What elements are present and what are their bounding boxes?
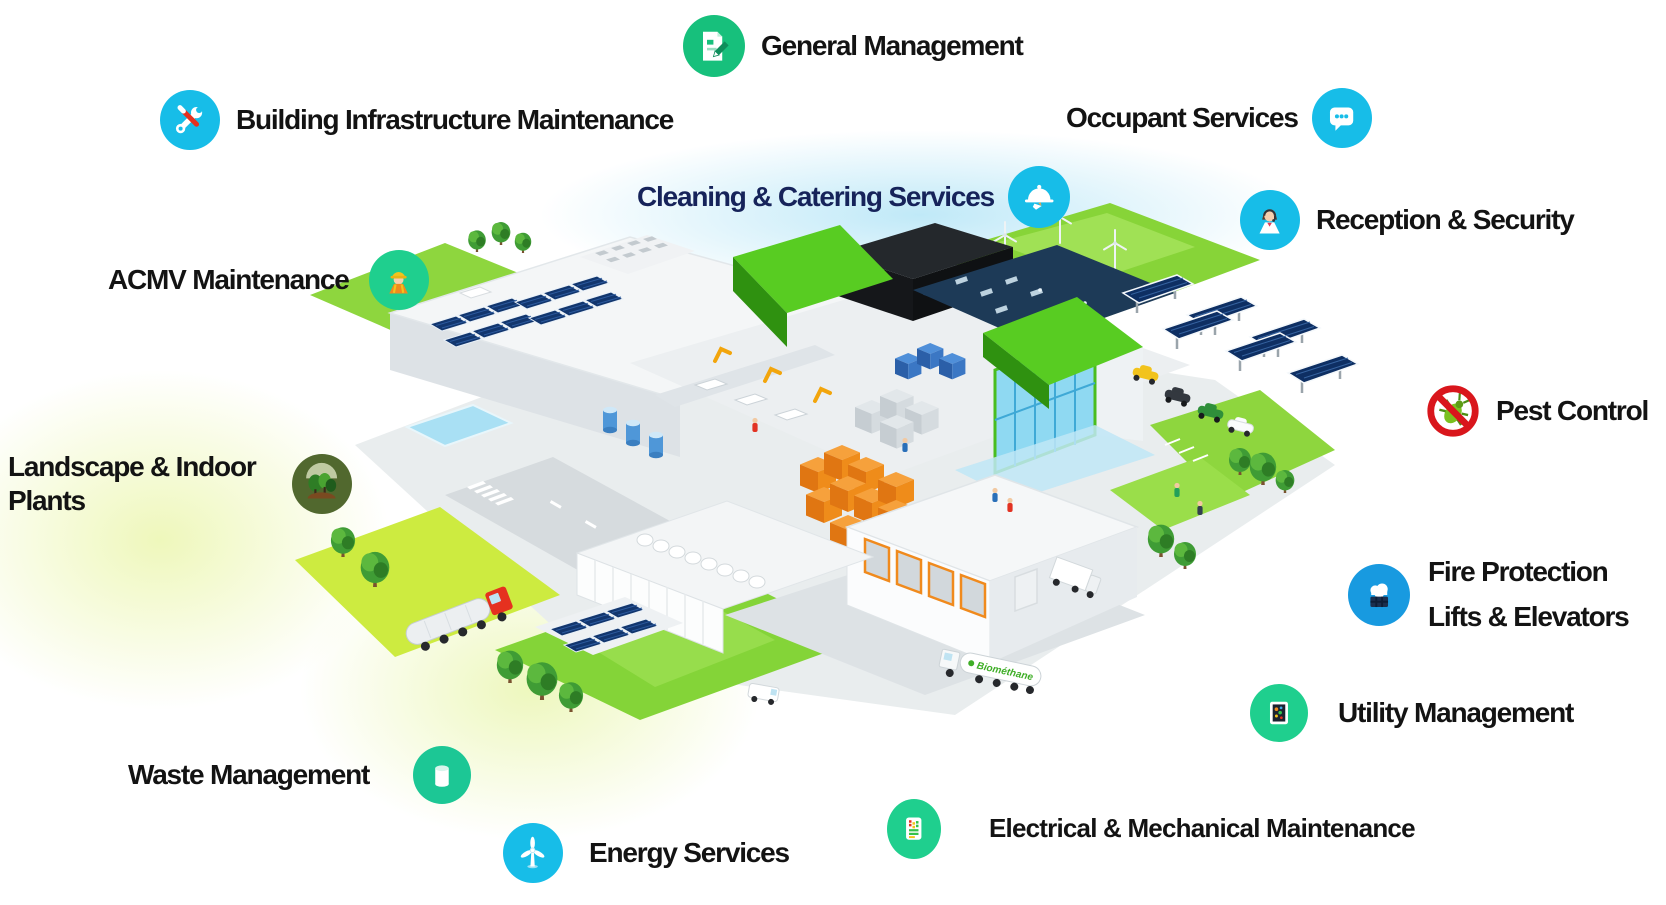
service-label: Electrical & Mechanical Maintenance [989,813,1416,844]
utility-meter-icon [1250,684,1308,742]
loading-doors [863,537,1038,619]
waste-bin-icon [413,746,472,804]
service-acmv-maintenance: ACMV Maintenance [108,250,429,310]
service-label: Pest Control [1496,394,1649,426]
service-electrical-mechanical: Electrical & Mechanical Maintenance [887,799,1416,859]
service-label: Occupant Services [1066,101,1299,133]
service-pest-control: Pest Control [1424,382,1649,440]
service-waste-management: Waste Management [128,746,472,804]
service-label-lifts: Lifts & Elevators [1428,601,1630,633]
dock-truck [1048,556,1102,599]
service-label-fire: Fire Protection [1428,556,1609,587]
service-general-management: General Management [683,15,1024,77]
facility-illustration: Biométhane [295,203,1360,720]
white-van [747,682,780,705]
green-wedge-roof-1 [733,225,893,347]
service-label: Landscape & Indoor Plants [8,451,257,517]
service-reception-security: Reception & Security [1240,190,1575,250]
electrical-panel-icon [887,799,941,859]
service-label: ACMV Maintenance [108,263,350,295]
chat-bubble-icon [1311,88,1372,148]
sprinkler-panel-icon [1348,563,1410,626]
service-energy-services: Energy Services [503,823,790,883]
document-edit-icon [683,15,745,77]
food-cloche-icon [1007,166,1070,228]
cars [1132,365,1254,437]
forest-icon [292,454,352,515]
roof-vents [580,235,695,274]
crosswalk [467,481,514,506]
maintenance-worker-icon [368,250,429,310]
service-cleaning-catering: Cleaning & Catering Services [637,166,1070,228]
biomethane-truck: Biométhane [938,648,1042,695]
service-building-infrastructure: Building Infrastructure Maintenance [160,90,674,150]
service-label: Building Infrastructure Maintenance [236,103,674,135]
water-pool [404,403,514,448]
service-label: Reception & Security [1316,203,1575,235]
service-utility-management: Utility Management [1250,684,1574,742]
service-label: Utility Management [1338,696,1574,728]
glass-atrium [955,297,1209,500]
service-label: General Management [761,29,1024,61]
service-fire-lifts: Fire Protection Lifts & Elevators [1348,556,1630,633]
service-occupant-services: Occupant Services [1066,88,1372,148]
tools-icon [160,90,220,150]
service-landscape-plants: Landscape & Indoor Plants [8,450,352,518]
service-label: Energy Services [589,836,790,868]
receptionist-icon [1240,190,1300,250]
no-pest-icon [1424,382,1482,440]
tanker-truck [405,586,513,651]
service-label: Cleaning & Catering Services [637,180,995,212]
robot-arms [713,346,832,403]
wind-turbine-icon [503,823,563,883]
process-building [575,500,875,654]
warehouse [844,474,1140,664]
ground-solar-array [535,597,683,655]
service-label: Waste Management [128,758,370,790]
